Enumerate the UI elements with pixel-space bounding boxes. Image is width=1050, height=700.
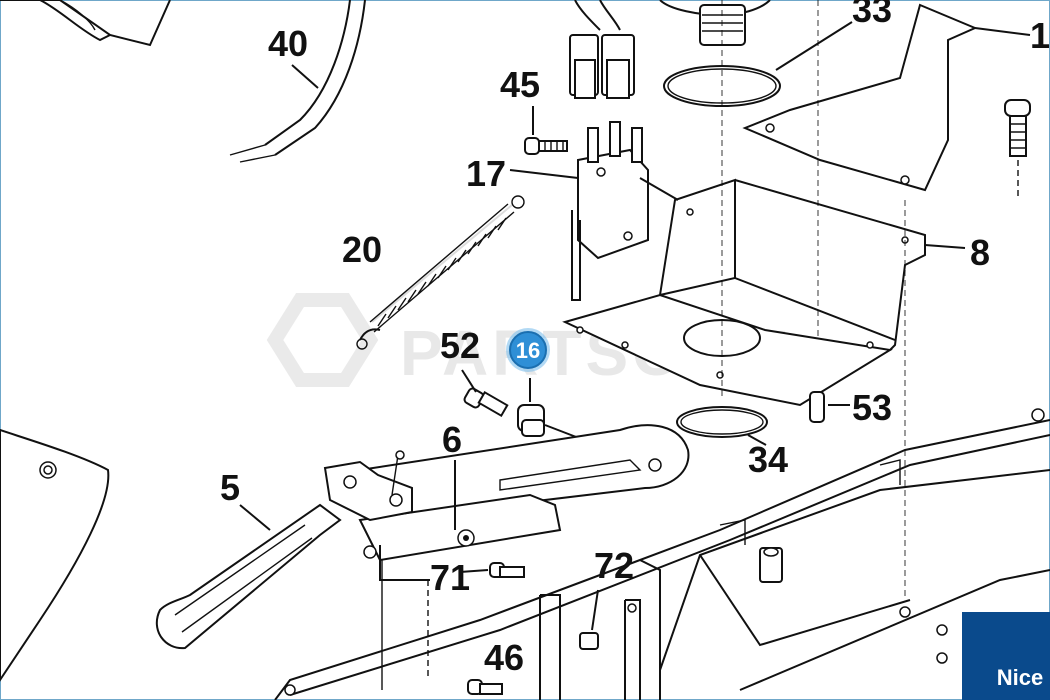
plate-part-1 xyxy=(742,3,1031,192)
screw-part-52 xyxy=(461,369,509,418)
label-part-1: 1 xyxy=(1030,15,1050,56)
label-part-17: 17 xyxy=(466,153,506,194)
lever-part-5 xyxy=(155,450,413,650)
screw-part-45 xyxy=(524,106,568,155)
label-part-71: 71 xyxy=(430,557,470,598)
cable-part-40 xyxy=(229,0,366,163)
label-part-5: 5 xyxy=(220,467,240,508)
oring-part-34 xyxy=(676,406,768,446)
motor-bottom xyxy=(659,0,771,46)
bracket-part-8 xyxy=(562,0,966,600)
label-part-52: 52 xyxy=(440,325,480,366)
part-labels: 40 33 1 45 17 20 8 52 53 6 34 5 71 72 46 xyxy=(220,0,1050,678)
screw-right xyxy=(1004,99,1031,200)
label-part-45: 45 xyxy=(500,64,540,105)
part-16-hotspot[interactable]: 16 xyxy=(506,328,550,372)
housing-cover-left xyxy=(0,428,110,682)
base-housing xyxy=(274,408,1050,700)
label-part-6: 6 xyxy=(442,419,462,460)
label-part-8: 8 xyxy=(970,232,990,273)
screw-part-53 xyxy=(809,391,850,423)
housing-fragment-top-left xyxy=(0,0,171,47)
connector-plug xyxy=(569,0,635,99)
nut-part-72 xyxy=(539,559,661,700)
brand-logo: Nice xyxy=(962,612,1050,700)
label-part-20: 20 xyxy=(342,229,382,270)
label-part-53: 53 xyxy=(852,387,892,428)
screw-part-46 xyxy=(467,679,503,695)
oring-part-33 xyxy=(663,21,853,107)
screw-part-71 xyxy=(363,545,525,690)
lever-arm-part-6 xyxy=(358,424,690,562)
label-part-46: 46 xyxy=(484,637,524,678)
microswitch-part-17 xyxy=(509,121,679,301)
label-part-40: 40 xyxy=(268,23,308,64)
label-part-33: 33 xyxy=(852,0,892,30)
label-part-72: 72 xyxy=(594,545,634,586)
badge-part-16: 16 xyxy=(516,338,540,363)
spring-part-20 xyxy=(356,195,525,350)
label-part-34: 34 xyxy=(748,439,788,480)
brand-text: Nice xyxy=(997,665,1043,690)
